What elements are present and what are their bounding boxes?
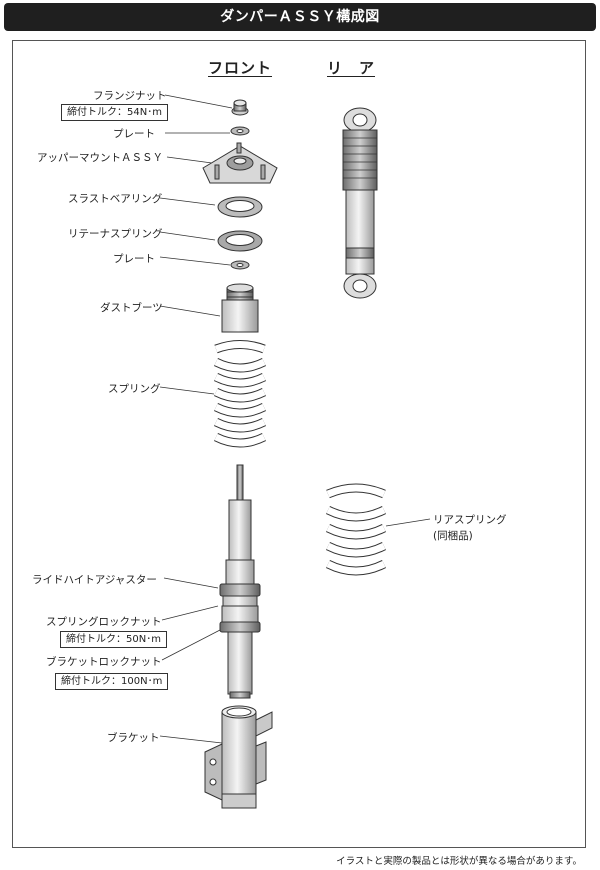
flange-nut-drawing [231, 99, 249, 116]
footnote: イラストと実際の製品とは形状が異なる場合があります。 [336, 856, 582, 867]
label-spring-lock-nut: スプリングロックナット [46, 616, 162, 628]
front-spring-drawing [213, 340, 267, 448]
rear-spring-drawing [325, 483, 387, 576]
label-bracket-lock-nut: ブラケットロックナット [46, 656, 162, 668]
diagram-title: ダンパーＡＳＳＹ構成図 [4, 3, 596, 31]
label-rear-spring-note: (同梱品) [433, 530, 473, 542]
label-upper-mount: アッパーマウントＡＳＳＹ [37, 152, 163, 164]
label-flange-nut: フランジナット [93, 90, 167, 102]
dust-boot-drawing [221, 283, 259, 333]
label-thrust-bearing: スラストベアリング [68, 193, 163, 205]
torque-spring-lock-nut: 締付トルク：50N･m [60, 631, 167, 648]
front-damper-drawing [219, 464, 261, 699]
torque-flange-nut: 締付トルク：54N･m [61, 104, 168, 121]
upper-mount-drawing [202, 142, 278, 184]
label-plate-upper: プレート [113, 128, 155, 140]
heading-front: フロント [208, 59, 273, 77]
torque-bracket-lock-nut: 締付トルク：100N･m [55, 673, 169, 690]
diagram-frame [12, 40, 586, 848]
heading-rear: リ ア [327, 59, 376, 77]
rear-shock-drawing [342, 107, 378, 299]
label-spring: スプリング [108, 383, 161, 395]
bracket-drawing [204, 705, 273, 809]
label-ride-height-adjuster: ライドハイトアジャスター [32, 574, 157, 586]
label-plate-lower: プレート [113, 253, 155, 265]
label-retainer-spring: リテーナスプリング [68, 228, 163, 240]
label-dust-boot: ダストブーツ [100, 302, 163, 314]
label-bracket: ブラケット [107, 732, 160, 744]
label-rear-spring: リアスプリング [433, 514, 507, 526]
